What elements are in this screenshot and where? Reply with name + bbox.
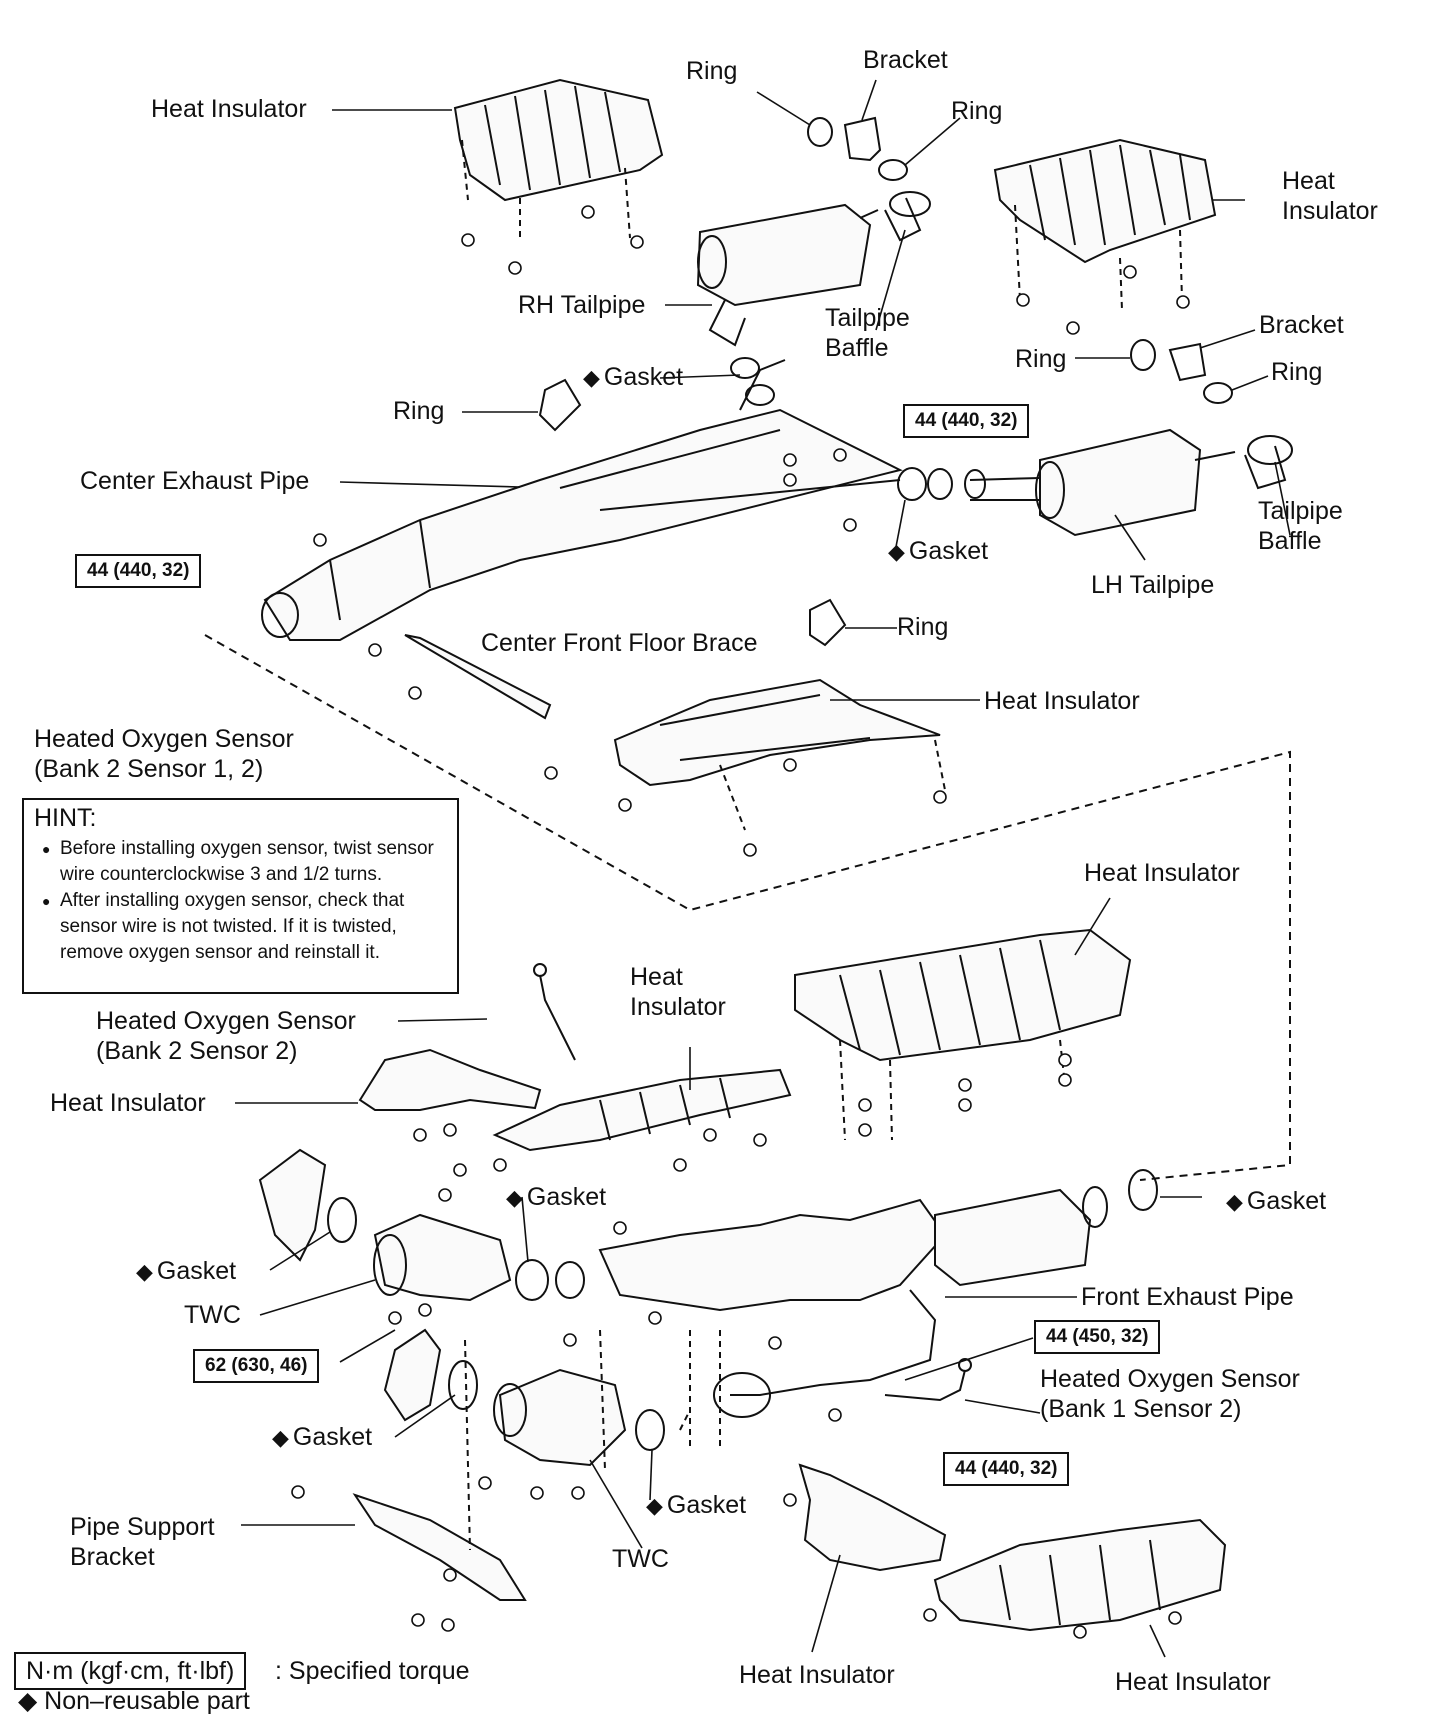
center-front-floor-brace-part: [404, 634, 552, 720]
hint-box: HINT: Before installing oxygen sensor, t…: [22, 798, 459, 994]
label-heated-oxygen-sensor-bank2-s12: Heated Oxygen Sensor (Bank 2 Sensor 1, 2…: [34, 725, 294, 783]
label-heat-insulator-right-mid: Heat Insulator: [1084, 859, 1240, 887]
gasket-bottom-mid-part: [635, 1409, 665, 1451]
label-gasket-bottom-left-text: Gasket: [292, 1423, 373, 1451]
twc-lower-part: [493, 1368, 627, 1467]
torque-spec-3: 62 (630, 46): [193, 1349, 320, 1383]
gasket-lower-mid-part: [515, 1259, 549, 1301]
gasket-mid-part: [927, 468, 953, 500]
label-twc-lower: TWC: [612, 1545, 669, 1573]
label-gasket-lower-mid-text: Gasket: [526, 1183, 607, 1211]
rh-tailpipe-part: [696, 203, 879, 347]
label-bracket-top: Bracket: [863, 46, 948, 74]
label-ring-left: Ring: [393, 397, 445, 425]
label-ring-mid: Ring: [897, 613, 949, 641]
label-heat-insulator-top-left: Heat Insulator: [151, 95, 307, 123]
label-ring-top-right: Ring: [951, 97, 1003, 125]
bracket-top-part: [843, 116, 882, 162]
torque-spec-2: 44 (440, 32): [75, 554, 202, 588]
twc-upper-part: [373, 1213, 512, 1302]
nonreusable-icon: ◆: [506, 1185, 523, 1210]
label-gasket-bottom-mid-text: Gasket: [666, 1491, 747, 1519]
label-lh-tailpipe: LH Tailpipe: [1091, 571, 1215, 599]
label-heat-insulator-left: Heat Insulator: [50, 1089, 206, 1117]
nonreusable-icon: ◆: [583, 365, 600, 390]
pipe-support-bracket-part: [352, 1493, 527, 1601]
label-heat-insulator-center: Heat Insulator: [630, 963, 726, 1021]
tailpipe-baffle-right-part: [1247, 435, 1293, 465]
heat-insulator-top-left-part: [453, 78, 664, 240]
label-center-front-floor-brace: Center Front Floor Brace: [481, 629, 758, 657]
ring-top-part: [807, 117, 833, 147]
label-heated-oxygen-sensor-bank2-s2: Heated Oxygen Sensor (Bank 2 Sensor 2): [96, 1007, 356, 1065]
ring-left-part: [538, 378, 582, 432]
label-ring-right-right: Ring: [1271, 358, 1323, 386]
ring-right-left-part: [1130, 339, 1156, 371]
hint-list: Before installing oxygen sensor, twist s…: [34, 836, 447, 966]
center-exhaust-pipe-part: [261, 359, 903, 641]
label-gasket-mid-text: Gasket: [908, 537, 989, 565]
hint-item: Before installing oxygen sensor, twist s…: [42, 836, 447, 888]
heat-insulator-mid-part: [613, 678, 946, 831]
hint-title: HINT:: [34, 804, 97, 832]
tailpipe-baffle-top-part: [889, 191, 931, 217]
nonreusable-icon: ◆: [888, 539, 905, 564]
nonreusable-icon: ◆: [646, 1493, 663, 1518]
label-tailpipe-baffle-top: Tailpipe Baffle: [825, 304, 910, 362]
label-gasket-mid: ◆Gasket: [888, 536, 988, 567]
label-gasket-lower-left-text: Gasket: [156, 1257, 237, 1285]
label-heated-oxygen-sensor-bank1-s2: Heated Oxygen Sensor (Bank 1 Sensor 2): [1040, 1365, 1300, 1423]
heat-insulator-top-right-part: [993, 138, 1217, 311]
label-gasket-lower-left: ◆Gasket: [136, 1256, 236, 1287]
label-heat-insulator-bottom-right: Heat Insulator: [1115, 1668, 1271, 1696]
label-twc-upper: TWC: [184, 1301, 241, 1329]
label-ring-top: Ring: [686, 57, 738, 85]
legend-torque-desc: : Specified torque: [275, 1657, 470, 1685]
label-heat-insulator-bottom-mid: Heat Insulator: [739, 1661, 895, 1689]
heated-oxygen-sensor-bank1-part: [884, 1369, 966, 1402]
label-heat-insulator-top-right: Heat Insulator: [1282, 167, 1378, 225]
label-bracket-right: Bracket: [1259, 311, 1344, 339]
torque-spec-1: 44 (440, 32): [903, 404, 1030, 438]
gasket-lower-left-part: [327, 1197, 357, 1243]
front-exhaust-pipe-part: [598, 1186, 1108, 1418]
label-rh-tailpipe: RH Tailpipe: [518, 291, 646, 319]
bracket-right-part: [1168, 342, 1207, 382]
label-gasket-lower-right: ◆Gasket: [1226, 1186, 1326, 1217]
legend-nonreusable: ◆ Non–reusable part: [18, 1687, 250, 1715]
hint-item: After installing oxygen sensor, check th…: [42, 888, 447, 966]
label-ring-right-left: Ring: [1015, 345, 1067, 373]
label-pipe-support-bracket: Pipe Support Bracket: [70, 1513, 215, 1571]
gasket-bottom-left-part: [448, 1360, 478, 1410]
ring-mid-part: [809, 598, 847, 647]
gasket-lower-right-part: [1128, 1169, 1158, 1211]
label-center-exhaust-pipe: Center Exhaust Pipe: [80, 467, 310, 495]
heat-insulator-bottom-mid-part: [798, 1463, 947, 1572]
label-gasket-bottom-left: ◆Gasket: [272, 1422, 372, 1453]
label-front-exhaust-pipe: Front Exhaust Pipe: [1081, 1283, 1294, 1311]
ring-right-right-part: [1203, 382, 1233, 404]
label-gasket-lower-right-text: Gasket: [1246, 1187, 1327, 1215]
torque-spec-4: 44 (450, 32): [1034, 1320, 1161, 1354]
heat-insulator-left-part: [358, 1048, 542, 1111]
nonreusable-icon: ◆: [136, 1259, 153, 1284]
label-gasket-bottom-mid: ◆Gasket: [646, 1490, 746, 1521]
label-heat-insulator-mid: Heat Insulator: [984, 687, 1140, 715]
gasket-upper-part: [730, 357, 760, 379]
heat-insulator-bottom-right-part: [933, 1518, 1227, 1632]
lh-tailpipe-part: [969, 428, 1236, 537]
ring-top-right-part: [878, 159, 908, 181]
torque-spec-5: 44 (440, 32): [943, 1452, 1070, 1486]
heat-insulator-center-part: [492, 1068, 792, 1152]
legend-torque-unit: N·m (kgf·cm, ft·lbf): [14, 1652, 247, 1690]
label-gasket-lower-mid: ◆Gasket: [506, 1182, 606, 1213]
heated-oxygen-sensor-bank2-part: [539, 974, 576, 1061]
nonreusable-icon: ◆: [1226, 1189, 1243, 1214]
label-tailpipe-baffle-right: Tailpipe Baffle: [1258, 497, 1343, 555]
label-gasket-upper: ◆Gasket: [583, 362, 683, 393]
label-gasket-upper-text: Gasket: [603, 363, 684, 391]
nonreusable-icon: ◆: [272, 1425, 289, 1450]
heat-insulator-right-mid-part: [794, 928, 1132, 1141]
